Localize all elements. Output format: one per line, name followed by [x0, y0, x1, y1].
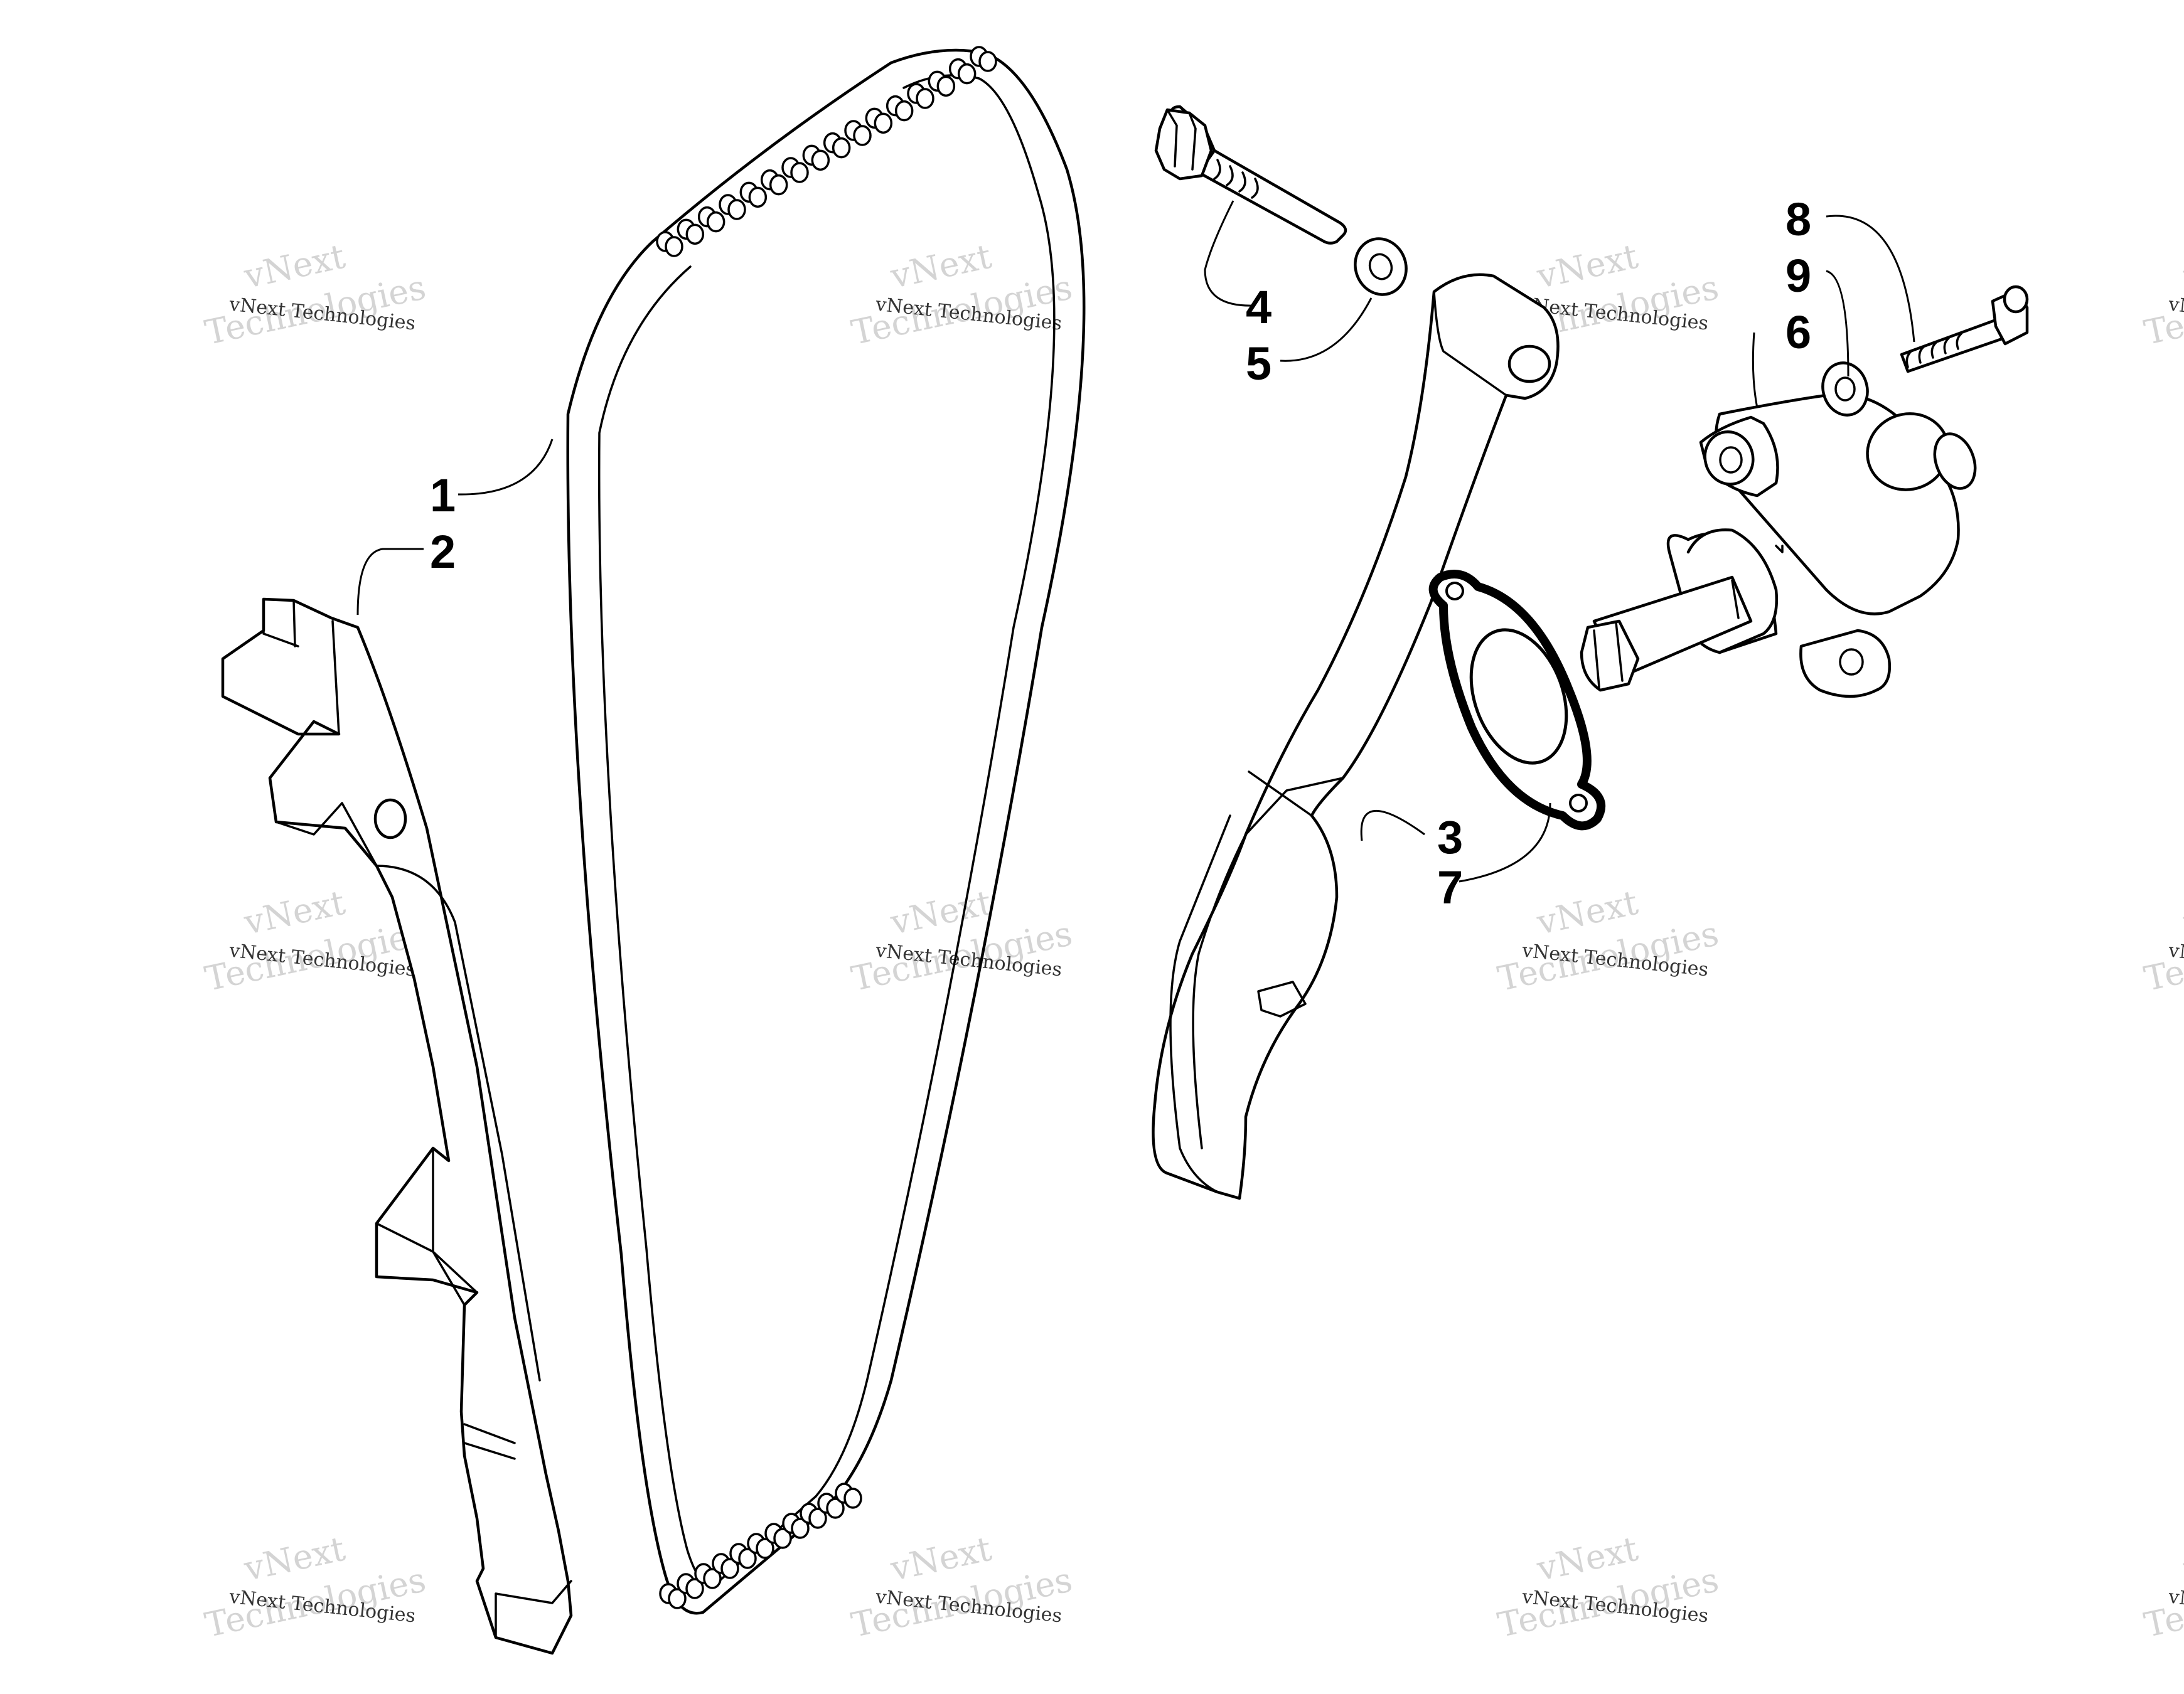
- pivot-bolt-part[interactable]: [1154, 105, 1347, 245]
- chain-roller: [853, 125, 872, 146]
- tensioner-bolt-part[interactable]: [1900, 285, 2029, 373]
- chain-roller: [685, 1578, 704, 1599]
- chain-tensioner-part[interactable]: [1580, 393, 1983, 698]
- chain-roller: [706, 211, 725, 233]
- chain-roller: [773, 1528, 792, 1549]
- leader-lines: [356, 200, 1915, 883]
- callout-2: 2: [430, 526, 456, 578]
- callout-labels: 1 2 3 4 5 6 7 8 9: [430, 193, 1811, 914]
- chain-roller: [916, 88, 934, 109]
- callout-6: 6: [1785, 306, 1811, 358]
- washer-part-5[interactable]: [1347, 232, 1414, 302]
- chain-roller: [826, 1498, 845, 1519]
- callout-4: 4: [1246, 281, 1271, 333]
- chain-roller: [665, 236, 683, 257]
- callout-9: 9: [1785, 250, 1811, 302]
- callout-7: 7: [1437, 861, 1463, 914]
- gasket-part[interactable]: [1428, 570, 1606, 831]
- chain-roller: [790, 162, 809, 183]
- watermark-big-line1: vNext: [2180, 1529, 2184, 1589]
- chain-roller: [748, 186, 768, 208]
- callout-3: 3: [1437, 811, 1463, 863]
- chain-roller: [791, 1518, 810, 1539]
- chain-links-top: [656, 46, 997, 257]
- chain-roller: [811, 149, 830, 171]
- chain-links-bottom: [659, 1483, 862, 1609]
- chain-roller: [874, 112, 893, 134]
- chain-roller: [936, 75, 956, 97]
- callout-5: 5: [1246, 338, 1271, 390]
- chain-roller: [685, 223, 705, 245]
- tensioner-guide-part[interactable]: [1152, 273, 1560, 1200]
- chain-roller: [738, 1548, 757, 1569]
- chain-guide-part[interactable]: [221, 597, 573, 1655]
- chain-roller: [894, 100, 914, 122]
- chain-roller: [957, 63, 977, 85]
- watermark-big-line1: vNext: [2180, 237, 2184, 297]
- chain-roller: [769, 174, 788, 196]
- timing-chain-part[interactable]: [566, 46, 1086, 1615]
- chain-roller: [703, 1568, 722, 1589]
- watermark-big-line1: vNext: [2180, 883, 2184, 943]
- chain-roller: [832, 137, 851, 159]
- chain-roller: [720, 1558, 739, 1579]
- chain-roller: [843, 1488, 862, 1509]
- chain-roller: [978, 51, 997, 72]
- callout-1: 1: [430, 469, 456, 521]
- chain-roller: [808, 1508, 827, 1529]
- callout-8: 8: [1785, 193, 1811, 245]
- chain-roller: [756, 1538, 774, 1559]
- chain-roller: [727, 199, 746, 220]
- washer-part-9[interactable]: [1817, 358, 1873, 420]
- chain-roller: [668, 1588, 687, 1609]
